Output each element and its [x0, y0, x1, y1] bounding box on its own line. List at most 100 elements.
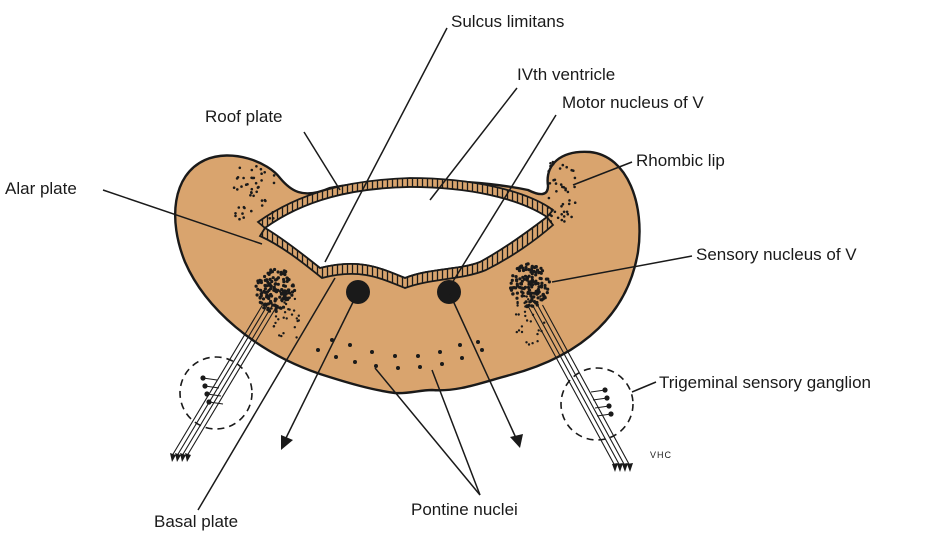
sensory-neuron-dot [527, 268, 531, 272]
sensory-fiber [177, 304, 268, 456]
sensory-neuron-dot [537, 290, 541, 294]
stipple-dot [565, 210, 569, 214]
sensory-neuron-dot [272, 285, 276, 289]
sensory-neuron-dot [540, 269, 545, 273]
sensory-neuron-dot [283, 270, 287, 274]
stipple-dot [549, 164, 552, 168]
stipple-dot [570, 215, 573, 219]
ventricle-floor-ependyma [258, 215, 555, 289]
stipple-dot [558, 167, 562, 170]
sensory-neuron-dot [534, 273, 538, 277]
leader-ivth-ventricle [429, 87, 518, 201]
stipple-dot [525, 319, 529, 322]
stipple-dot [536, 332, 539, 336]
sensory-neuron-dot [287, 278, 291, 282]
stipple-dot [551, 162, 555, 166]
sensory-neuron-dot [528, 291, 532, 296]
pontine-nucleus-dot [393, 354, 397, 358]
sensory-neuron-dot [270, 279, 274, 284]
stipple-dot [520, 325, 524, 328]
sensory-neuron-dot [276, 282, 280, 286]
stipple-dot [547, 206, 550, 209]
sensory-neuron-dot [530, 283, 535, 287]
sensory-neuron-dot [509, 281, 513, 285]
stipple-dot [242, 216, 245, 219]
stipple-dot [560, 213, 563, 216]
sensory-neuron-dot [270, 270, 274, 274]
arrowhead-icon [510, 434, 523, 448]
leader-rhombic-lip [572, 161, 633, 186]
sensory-neuron-dot [279, 306, 283, 310]
sensory-fiber [537, 304, 625, 466]
stipple-dot [549, 220, 552, 223]
arrowhead-icon [281, 435, 293, 450]
arrowhead-icon [622, 463, 628, 472]
sensory-neuron-dot [265, 278, 269, 282]
sensory-neuron-dot [521, 266, 525, 270]
stipple-dot [561, 163, 565, 167]
sensory-neuron-dot [527, 280, 531, 284]
sensory-neuron-dot [539, 266, 543, 270]
stipple-dot [573, 185, 576, 189]
sensory-neuron-dot [280, 288, 284, 292]
stipple-dot [573, 201, 577, 204]
stipple-dot [536, 340, 539, 343]
stipple-dot [251, 176, 254, 180]
stipple-dot [561, 202, 565, 206]
pontine-nucleus-dot [476, 340, 480, 344]
sensory-neuron-dot [546, 277, 550, 281]
sensory-fiber [527, 304, 615, 466]
stipple-dot [567, 202, 571, 206]
arrowhead-icon [612, 463, 618, 472]
stipple-dot [555, 190, 558, 193]
leader-alar-plate [102, 189, 263, 245]
sensory-neuron-dot [281, 305, 286, 309]
stipple-dot [297, 319, 300, 322]
sensory-neuron-dot [536, 296, 540, 300]
ganglion-cell-process [594, 405, 610, 409]
stipple-dot [527, 298, 530, 301]
sensory-neuron-dot [283, 284, 287, 288]
stipple-dot [570, 168, 573, 172]
arrowhead-icon [617, 463, 623, 472]
sensory-neuron-dot [279, 291, 283, 295]
sensory-neuron-dot [530, 266, 534, 270]
sensory-neuron-dot [525, 262, 529, 266]
sensory-neuron-dot [545, 291, 549, 295]
stipple-dot [525, 295, 528, 298]
sensory-fiber [542, 304, 630, 466]
sensory-neuron-dot [273, 267, 277, 272]
label-motor-nucleus: Motor nucleus of V [562, 93, 704, 112]
pontine-nucleus-dot [316, 348, 320, 352]
sensory-neuron-dot [274, 278, 278, 282]
sensory-neuron-dot [254, 284, 258, 288]
stipple-dot [236, 188, 239, 191]
sensory-neuron-dot [260, 291, 264, 295]
stipple-dot [562, 215, 566, 218]
stipple-dot [295, 336, 298, 339]
stipple-dot [525, 341, 528, 344]
stipple-dot [234, 214, 237, 218]
sensory-neuron-dot [521, 268, 526, 273]
sensory-neuron-dot [271, 276, 275, 280]
stipple-dot [560, 205, 563, 208]
stipple-dot [260, 199, 264, 202]
pontine-nucleus-dot [374, 364, 378, 368]
stipple-dot [282, 316, 285, 319]
sensory-neuron-dot [519, 282, 524, 286]
stipple-dot [292, 309, 296, 312]
stipple-dot [232, 186, 236, 189]
stipple-dot [241, 212, 244, 215]
pontine-nucleus-dot [440, 362, 444, 366]
pontine-nucleus-dot [416, 354, 420, 358]
sensory-neuron-dot [286, 296, 291, 300]
stipple-dot [268, 217, 272, 220]
stipple-dot [272, 181, 276, 185]
sensory-neuron-dot [273, 303, 277, 307]
sensory-neuron-dot [527, 282, 531, 286]
stipple-dot [549, 162, 552, 165]
stipple-dot [551, 160, 555, 164]
sensory-neuron-dot [266, 302, 270, 306]
trigeminal-ganglion-right [560, 367, 634, 441]
stipple-dot [548, 182, 552, 185]
